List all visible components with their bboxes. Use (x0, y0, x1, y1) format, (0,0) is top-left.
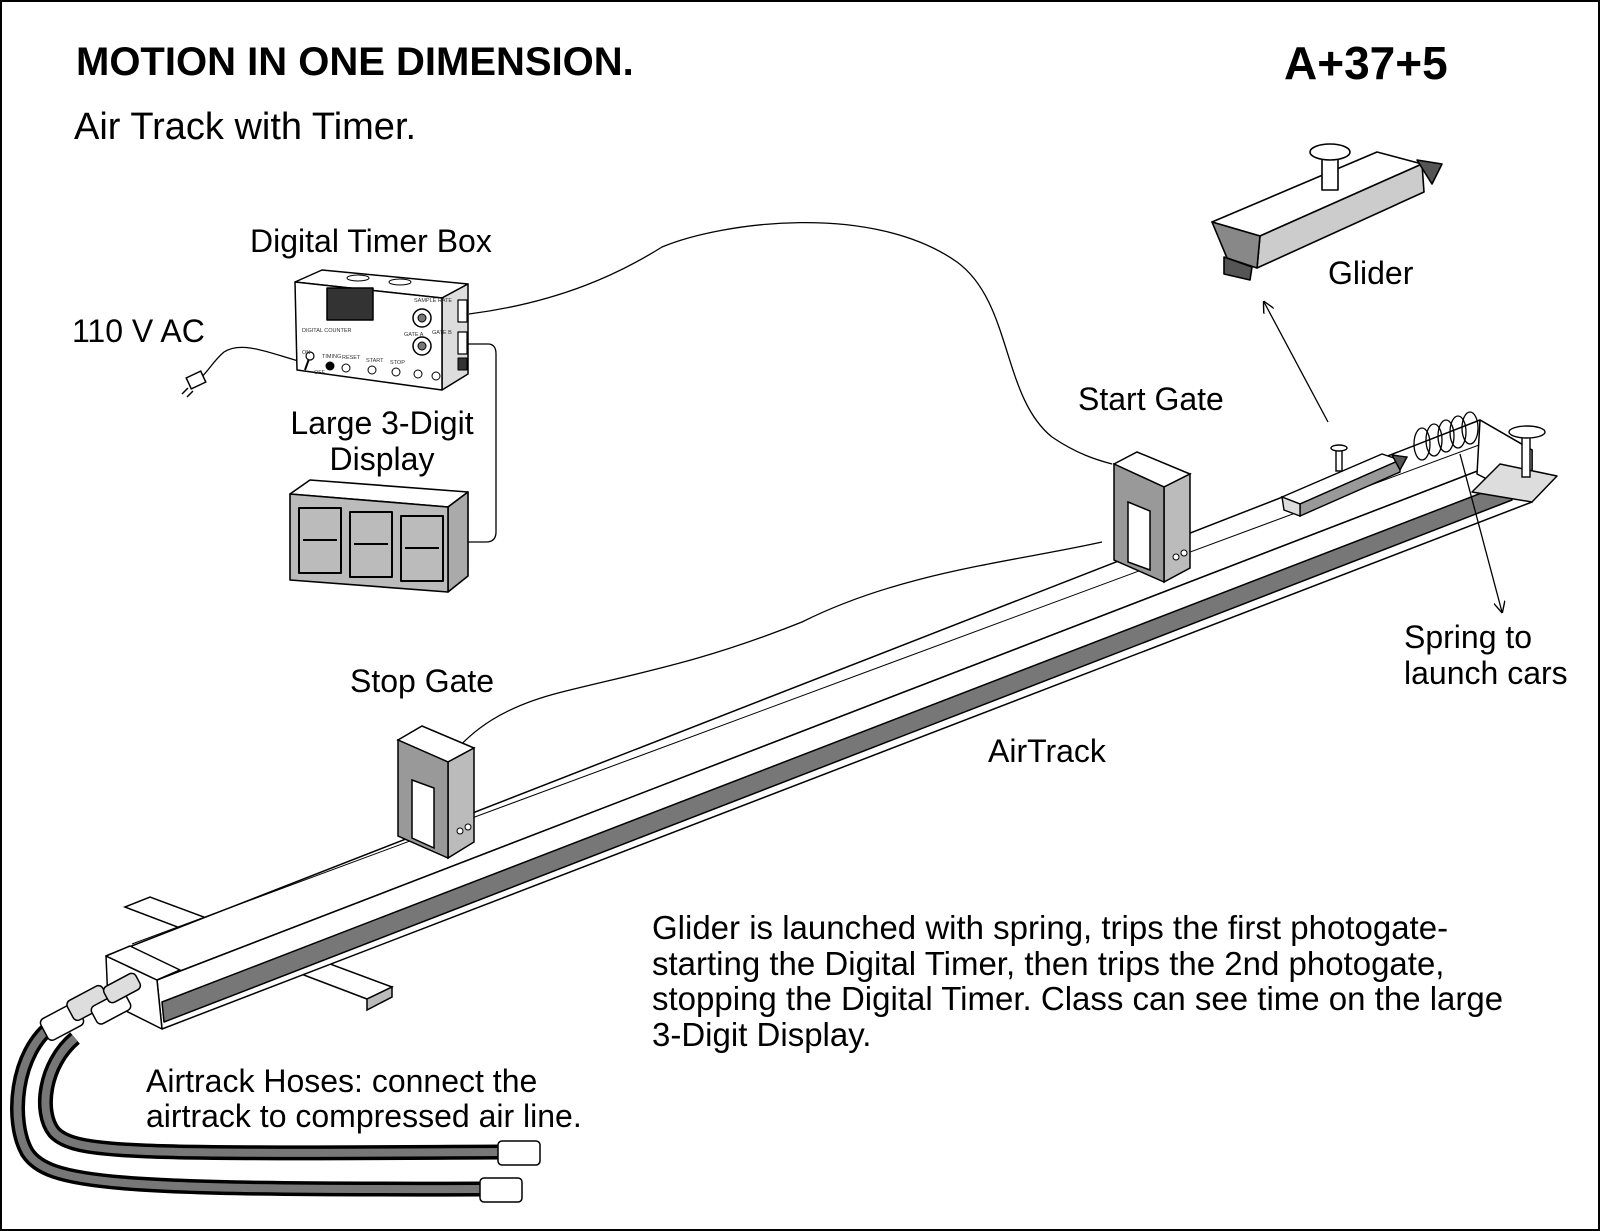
display-label-line-2: Display (329, 440, 435, 477)
digit-3 (400, 515, 444, 582)
timing-button-text: TIMING (322, 354, 341, 360)
display-label-line-1: Large 3-Digit (290, 405, 474, 441)
display-label: Large 3-Digit Display (266, 405, 498, 478)
start-gate-label: Start Gate (1078, 381, 1224, 417)
start-gate (1112, 451, 1192, 584)
three-digit-display (289, 479, 469, 593)
page-subtitle: Air Track with Timer. (74, 106, 417, 148)
glider-icon (1211, 143, 1443, 281)
spring-label: Spring to launch cars (1404, 619, 1568, 692)
glider-arrow (1264, 302, 1329, 423)
demo-code: A+37+5 (1284, 37, 1448, 89)
spring-arrow (1459, 453, 1502, 612)
cables (197, 221, 1113, 758)
sample-rate-text: SAMPLE RATE (414, 298, 452, 304)
stop-gate (396, 725, 476, 860)
power-label: 110 V AC (72, 313, 205, 349)
spring-bracket-base (1471, 463, 1558, 503)
end-cap-top (105, 945, 181, 981)
digit-1 (298, 507, 342, 574)
hoses-label: Airtrack Hoses: connect the airtrack to … (146, 1064, 582, 1133)
digit-2 (349, 511, 393, 578)
stop-button-text: STOP (390, 360, 405, 366)
glider-on-track (1280, 444, 1409, 518)
timer-panel-text: DIGITAL COUNTER SAMPLE RATE GATE A GATE … (302, 298, 452, 376)
on-text: ON (302, 350, 310, 356)
spring-label-line-2: launch cars (1404, 654, 1568, 691)
display-cable (468, 343, 497, 543)
description-text: Glider is launched with spring, trips th… (652, 909, 1504, 1053)
power-cord (197, 346, 303, 381)
off-text: OFF (314, 370, 326, 376)
plug-icon (181, 370, 207, 398)
spring-icon (1413, 411, 1479, 461)
gate-a-text: GATE A (404, 332, 424, 338)
track-air-channel (161, 481, 1513, 1023)
hoses-label-line-1: Airtrack Hoses: connect the (146, 1063, 538, 1099)
spring-label-line-1: Spring to (1404, 619, 1533, 655)
timer-name-text: DIGITAL COUNTER (302, 328, 352, 334)
hose-fittings (39, 972, 541, 1203)
digital-timer-box (294, 269, 469, 391)
glider-label: Glider (1328, 255, 1414, 291)
hoses-label-line-2: airtrack to compressed air line. (146, 1097, 582, 1134)
page-title: MOTION IN ONE DIMENSION. (76, 40, 634, 84)
stop-gate-label: Stop Gate (350, 663, 495, 699)
reset-button-text: RESET (342, 355, 361, 361)
gate-b-text: GATE B (432, 330, 452, 336)
digital-timer-box-label: Digital Timer Box (250, 223, 492, 259)
stop-gate-cable (449, 541, 1103, 758)
airtrack-hoses (10, 1017, 501, 1197)
start-button-text: START (366, 358, 384, 364)
start-gate-cable (468, 221, 1113, 465)
airtrack-label: AirTrack (988, 733, 1106, 769)
launcher-knob (1508, 425, 1546, 478)
